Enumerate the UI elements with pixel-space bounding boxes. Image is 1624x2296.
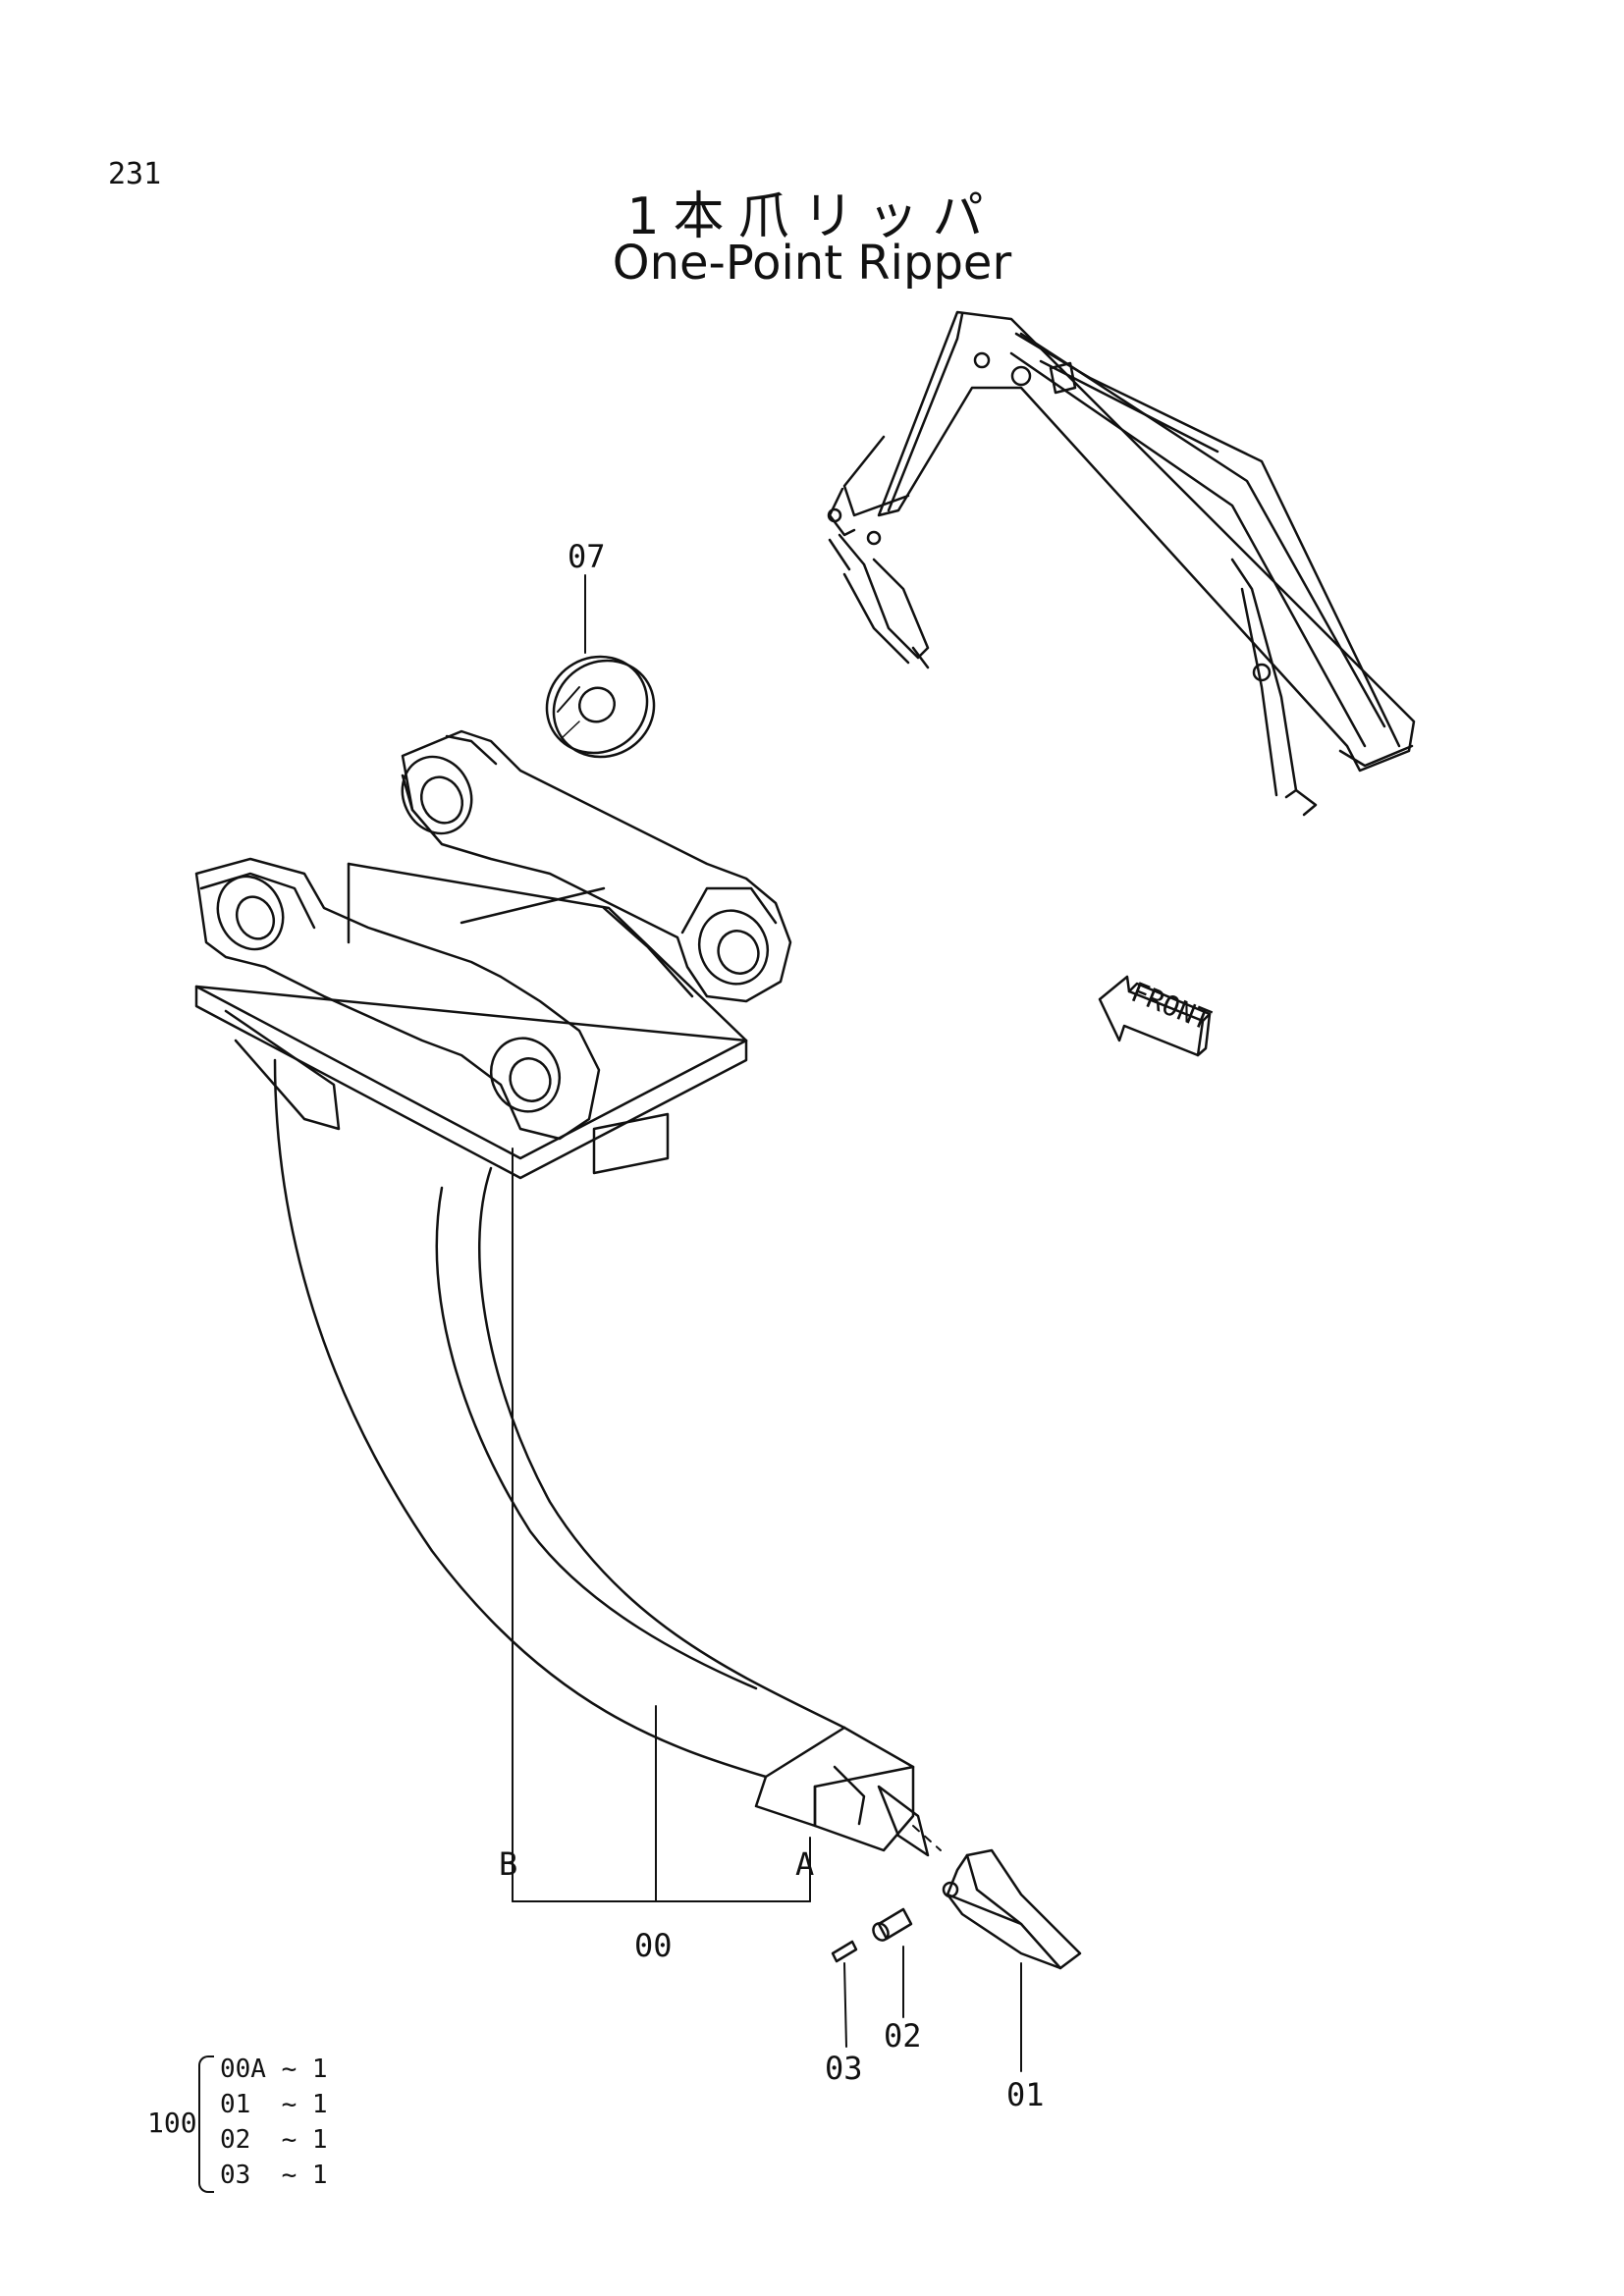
tooth-part-01: [942, 1848, 1082, 1970]
front-direction-arrow: [1098, 975, 1212, 1057]
kit-line: 01 ~ 1: [220, 2090, 328, 2119]
callout-03: 03: [825, 2050, 863, 2087]
callout-01: 01: [1006, 2076, 1045, 2113]
kit-brace: [198, 2056, 214, 2193]
page-number: 231: [108, 157, 162, 191]
kit-line: 00A ~ 1: [220, 2055, 328, 2084]
ripper-bracket: [194, 729, 792, 1180]
ripper-tip: [877, 1785, 930, 1857]
callout-02: 02: [884, 2017, 922, 2055]
ripper-shank: [273, 1058, 915, 1852]
washer-part-07: [545, 655, 656, 759]
kit-line: 03 ~ 1: [220, 2161, 328, 2190]
callout-00: 00: [634, 1927, 673, 1964]
kit-number: 100: [147, 2107, 197, 2139]
excavator-front-view: [827, 310, 1416, 817]
reference-a: A: [795, 1845, 814, 1883]
leader-lines: [512, 574, 1022, 2072]
kit-lines: 00A ~ 1 01 ~ 1 02 ~ 1 03 ~ 1: [220, 2052, 328, 2193]
front-label: FRONT: [1126, 976, 1216, 1037]
callout-07: 07: [568, 538, 606, 575]
kit-line: 02 ~ 1: [220, 2125, 328, 2155]
title-japanese: 1本爪リッパ: [626, 187, 998, 246]
lock-part-03: [831, 1940, 858, 1963]
reference-b: B: [499, 1845, 517, 1883]
pin-part-02: [872, 1907, 913, 1942]
title-english: One-Point Ripper: [612, 236, 1012, 291]
